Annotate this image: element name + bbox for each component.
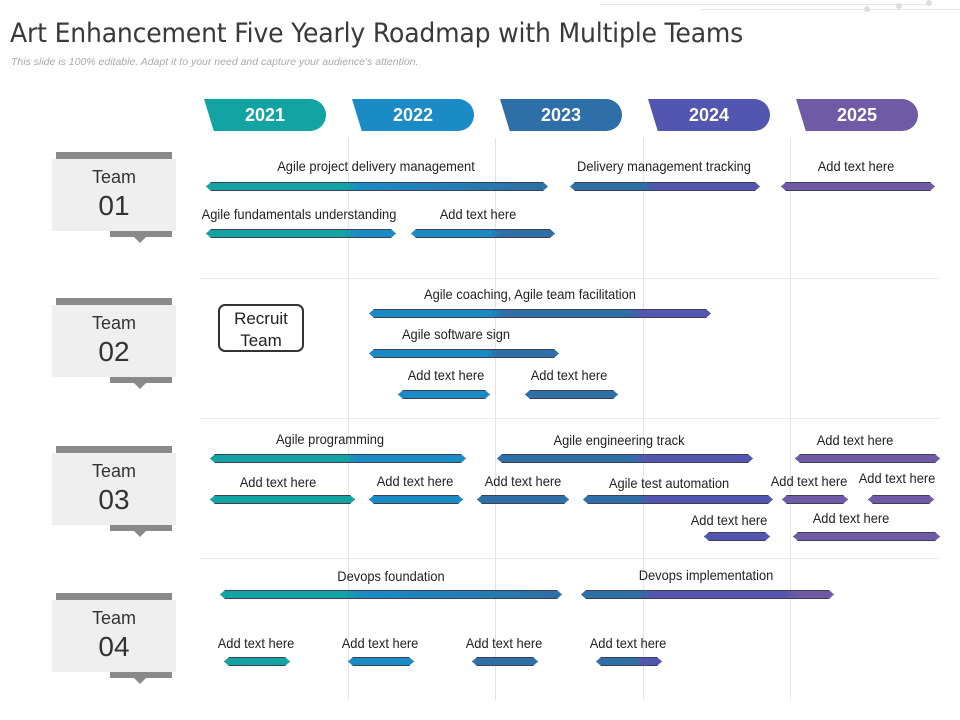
task-bar — [497, 454, 753, 463]
task-label: Add text here — [589, 635, 667, 651]
team-number: 03 — [98, 484, 130, 515]
team-name: Team — [91, 167, 136, 187]
decorative-dot — [864, 6, 870, 12]
task-bar — [525, 390, 618, 399]
task-bar — [348, 657, 414, 666]
team-pointer — [110, 377, 172, 389]
team-tab — [56, 298, 172, 305]
task-label: Add text here — [770, 473, 848, 489]
task-bar — [583, 495, 773, 504]
task-bar — [411, 229, 555, 238]
task-label: Agile programming — [275, 431, 385, 447]
task-bar — [369, 309, 711, 318]
task-label: Agile fundamentals understanding — [201, 206, 397, 222]
year-2021-header: 2021 — [204, 99, 326, 131]
year-divider — [790, 138, 791, 700]
decorative-line — [700, 9, 960, 10]
task-label: Add text here — [239, 474, 317, 490]
task-label: Add text here — [217, 635, 295, 651]
task-bar — [596, 657, 662, 666]
task-bar — [581, 590, 834, 599]
year-divider — [643, 138, 644, 700]
year-2022-header: 2022 — [352, 99, 474, 131]
task-label: Add text here — [465, 635, 543, 651]
team-box: Team 02 — [52, 305, 176, 377]
recruit-team-box: Recruit Team — [218, 304, 304, 352]
task-label: Delivery management tracking — [577, 158, 751, 174]
task-bar — [210, 454, 466, 463]
task-label: Agile engineering track — [553, 432, 685, 448]
team-box: Team 01 — [52, 159, 176, 231]
decorative-dot — [896, 3, 902, 9]
task-label: Add text here — [341, 635, 419, 651]
team-pointer — [110, 231, 172, 243]
task-label: Add text here — [858, 470, 936, 486]
task-label: Add text here — [530, 367, 608, 383]
team-pointer — [110, 672, 172, 684]
task-label: Agile coaching, Agile team facilitation — [424, 286, 636, 302]
task-bar — [782, 495, 848, 504]
team-tab — [56, 593, 172, 600]
team-name: Team — [91, 313, 136, 333]
year-divider — [348, 138, 349, 700]
task-bar — [369, 349, 559, 358]
task-bar — [781, 182, 935, 191]
decorative-line — [600, 4, 930, 5]
team-number: 01 — [98, 190, 130, 221]
row-separator — [200, 278, 940, 279]
team-pointer — [110, 525, 172, 537]
task-bar — [206, 229, 396, 238]
task-label: Devops foundation — [337, 568, 445, 584]
year-2023-header: 2023 — [500, 99, 622, 131]
recruit-line-1: Recruit — [234, 309, 288, 328]
task-bar — [795, 454, 940, 463]
task-bar — [369, 495, 463, 504]
year-2025-header: 2025 — [796, 99, 918, 131]
team-box: Team 04 — [52, 600, 176, 672]
task-bar — [472, 657, 538, 666]
task-bar — [704, 532, 770, 541]
page-subtitle: This slide is 100% editable. Adapt it to… — [11, 56, 419, 68]
row-separator — [200, 558, 940, 559]
task-label: Add text here — [439, 206, 517, 222]
task-label: Add text here — [407, 367, 485, 383]
task-label: Add text here — [812, 510, 890, 526]
team-tab — [56, 152, 172, 159]
task-bar — [398, 390, 490, 399]
page-title: Art Enhancement Five Yearly Roadmap with… — [10, 18, 744, 49]
task-label: Agile software sign — [401, 326, 511, 342]
year-divider — [495, 138, 496, 700]
task-label: Add text here — [817, 158, 895, 174]
team-name: Team — [91, 461, 136, 481]
year-2024-header: 2024 — [648, 99, 770, 131]
task-label: Agile project delivery management — [277, 158, 475, 174]
task-label: Add text here — [816, 432, 894, 448]
task-bar — [477, 495, 569, 504]
decorative-dot — [926, 0, 932, 6]
task-bar — [570, 182, 760, 191]
task-label: Devops implementation — [638, 567, 774, 583]
task-bar — [220, 590, 562, 599]
recruit-line-2: Team — [240, 331, 282, 350]
team-number: 02 — [98, 336, 130, 367]
task-bar — [206, 182, 548, 191]
team-number: 04 — [98, 631, 130, 662]
task-bar — [210, 495, 355, 504]
team-tab — [56, 446, 172, 453]
task-bar — [224, 657, 290, 666]
task-label: Add text here — [484, 473, 562, 489]
team-name: Team — [91, 608, 136, 628]
task-bar — [868, 495, 934, 504]
task-bar — [793, 532, 940, 541]
task-label: Add text here — [690, 512, 768, 528]
task-label: Add text here — [376, 473, 454, 489]
row-separator — [200, 418, 940, 419]
team-box: Team 03 — [52, 453, 176, 525]
task-label: Agile test automation — [608, 475, 730, 491]
